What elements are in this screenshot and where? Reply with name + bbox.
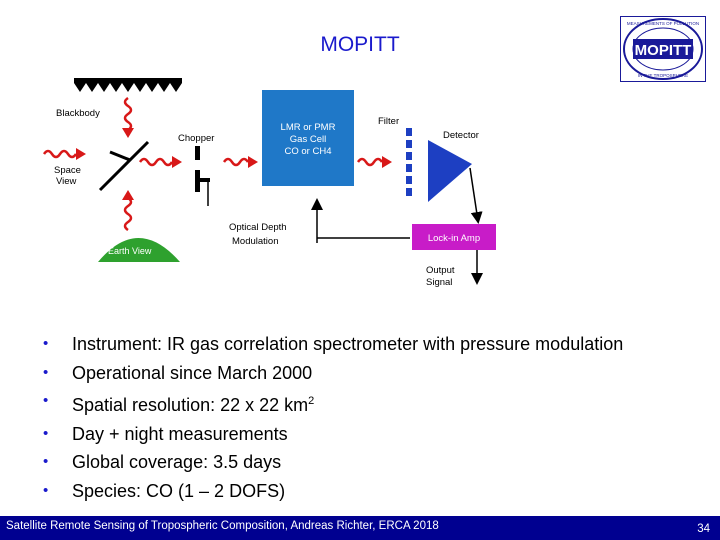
filter: Filter bbox=[378, 116, 412, 196]
svg-text:Earth View: Earth View bbox=[108, 246, 152, 256]
page-number: 34 bbox=[697, 523, 710, 535]
bullet-text: Day + night measurements bbox=[72, 423, 288, 444]
bullet-glyph: • bbox=[43, 481, 49, 499]
footer-text: Satellite Remote Sensing of Tropospheric… bbox=[6, 520, 439, 532]
svg-text:Output: Output bbox=[426, 265, 455, 276]
detector: Detector bbox=[428, 130, 483, 224]
chopper: Chopper bbox=[178, 133, 214, 192]
blackbody: Blackbody bbox=[56, 78, 182, 119]
svg-text:Detector: Detector bbox=[443, 130, 479, 141]
bullet-text: Instrument: IR gas correlation spectrome… bbox=[72, 334, 624, 354]
svg-text:Lock-in Amp: Lock-in Amp bbox=[428, 233, 480, 244]
bullet-glyph: • bbox=[43, 392, 49, 410]
bullet-text: Operational since March 2000 bbox=[72, 362, 313, 383]
bullet-glyph: • bbox=[43, 363, 49, 381]
bullet-text: Spatial resolution: 22 x 22 km bbox=[72, 395, 309, 416]
svg-text:View: View bbox=[56, 176, 77, 187]
svg-text:LMR or PMR: LMR or PMR bbox=[281, 122, 336, 133]
optical-depth-modulation: Optical Depth Modulation bbox=[207, 180, 410, 247]
svg-text:Chopper: Chopper bbox=[178, 133, 214, 144]
svg-text:Signal: Signal bbox=[426, 277, 452, 288]
svg-text:Filter: Filter bbox=[378, 116, 399, 127]
superscript: 2 bbox=[308, 395, 315, 408]
mopitt-schematic-diagram: Blackbody Space View Earth View Chopper bbox=[42, 78, 496, 288]
svg-text:Optical Depth: Optical Depth bbox=[229, 222, 287, 233]
svg-text:IN THE TROPOSPHERE: IN THE TROPOSPHERE bbox=[638, 73, 688, 78]
wave-to-cell bbox=[222, 156, 258, 168]
bullet-text: Species: CO (1 – 2 DOFS) bbox=[72, 480, 286, 501]
bullet-list: • Instrument: IR gas correlation spectrom… bbox=[40, 330, 623, 506]
earth-view: Earth View bbox=[98, 190, 180, 262]
scan-mirror bbox=[98, 140, 150, 192]
mopitt-logo: MOPITT MEASUREMENTS OF POLLUTION IN THE … bbox=[620, 16, 706, 82]
wave-from-blackbody bbox=[122, 96, 134, 138]
bullet-item: • Global coverage: 3.5 days bbox=[40, 448, 623, 477]
bullet-text: Global coverage: 3.5 days bbox=[72, 452, 282, 473]
bullet-glyph: • bbox=[43, 335, 49, 352]
wave-to-filter bbox=[356, 156, 392, 168]
svg-text:Space: Space bbox=[54, 165, 81, 176]
svg-text:MOPITT: MOPITT bbox=[635, 42, 692, 59]
bullet-item: • Spatial resolution: 22 x 22 km2 bbox=[40, 387, 623, 420]
bullet-item: • Operational since March 2000 bbox=[40, 359, 623, 388]
wave-to-chopper bbox=[138, 156, 182, 168]
gas-cell: LMR or PMR Gas Cell CO or CH4 bbox=[262, 90, 354, 186]
bullet-glyph: • bbox=[43, 424, 49, 442]
bullet-item: • Instrument: IR gas correlation spectrom… bbox=[40, 330, 623, 359]
svg-text:Modulation: Modulation bbox=[232, 236, 278, 247]
lockin-amp: Lock-in Amp Output Signal bbox=[412, 224, 496, 288]
space-view: Space View bbox=[42, 148, 86, 187]
footer-bar: Satellite Remote Sensing of Tropospheric… bbox=[0, 516, 720, 540]
bullet-glyph: • bbox=[43, 453, 49, 471]
slide-title: MOPITT bbox=[320, 33, 400, 56]
svg-text:Blackbody: Blackbody bbox=[56, 108, 100, 119]
svg-text:Gas Cell: Gas Cell bbox=[290, 134, 326, 145]
svg-text:CO or CH4: CO or CH4 bbox=[285, 146, 332, 157]
bullet-item: • Species: CO (1 – 2 DOFS) bbox=[40, 477, 623, 506]
bullet-item: • Day + night measurements bbox=[40, 420, 623, 449]
svg-text:MEASUREMENTS OF POLLUTION: MEASUREMENTS OF POLLUTION bbox=[627, 21, 699, 26]
